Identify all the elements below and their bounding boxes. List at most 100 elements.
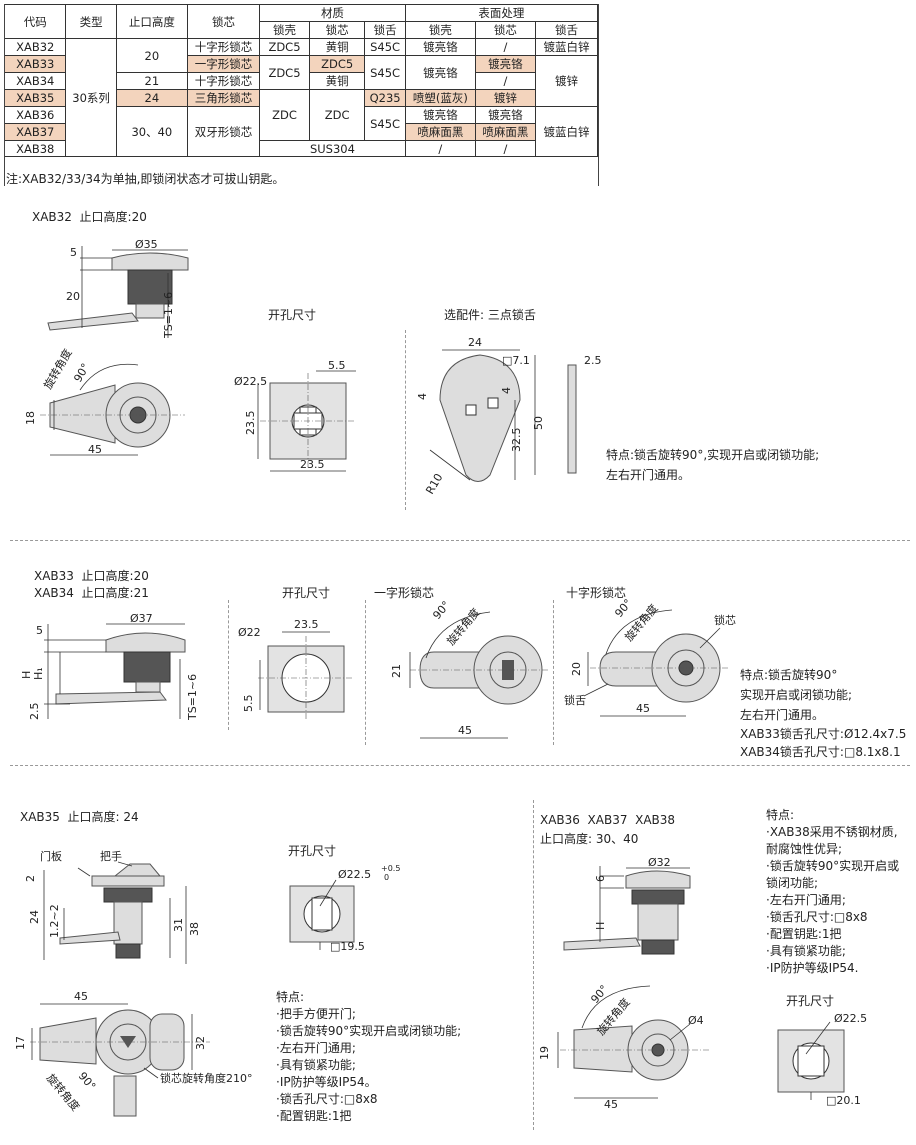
dim-31: 31 [172,918,185,932]
header-sub: 锁舌 [534,21,599,39]
dim-45: 45 [88,443,102,456]
cell-core: 十字形锁芯 [187,38,261,56]
divider [365,600,366,745]
sec4-feature: 特点: [766,808,795,822]
dim-24: 24 [468,336,482,349]
dim-5: 5 [36,624,43,637]
dim-38: 38 [188,922,201,936]
divider [405,330,406,510]
tolerance-down: 0 [384,873,389,882]
sec2-feature: XAB34锁舌孔尺寸:□8.1x8.1 [740,745,901,759]
cell: 镀亮铬 [474,55,536,73]
sec3-cutout-title: 开孔尺寸 [288,844,337,858]
dim-d22: Ø22 [238,626,261,639]
header-sub: 锁壳 [259,21,310,39]
table-row: XAB33 一字形锁芯 ZDC5 ZDC5 S45C 镀亮铬 镀亮铬 镀锌 [3,55,599,107]
cell: 镀亮铬 [474,106,536,124]
cell: ZDC [259,89,310,141]
sec4-feature: ·配置钥匙:1把 [766,927,842,941]
cell-height: 21 [115,72,189,90]
xab36-side-view: Ø32 6 H [563,856,691,955]
header-core: 锁芯 [187,4,261,39]
xab36-cutout: Ø22.5 □20.1 [777,1012,867,1107]
cell: 喷塑(蓝灰) [404,89,476,107]
dim-235: 23.5 [294,618,319,631]
sec2-cutout-title: 开孔尺寸 [282,586,331,600]
dim-45: 45 [604,1098,618,1111]
dim-d37: Ø37 [130,612,153,625]
dim-d225: Ø22.5 [234,375,267,388]
cell: S45C [364,38,406,56]
sec4-title: XAB36 XAB37 XAB38 [540,813,676,827]
sec1-title: XAB32 止口高度:20 [32,210,147,224]
dim-ts: TS=1~6 [162,292,175,339]
cell: Q235 [364,89,406,107]
cell: ZDC5 [308,55,366,73]
dim-d4: Ø4 [688,1014,704,1027]
cell-height: 24 [115,89,189,107]
cell: 喷麻面黑 [474,123,536,141]
dim-55: 5.5 [328,359,346,372]
dim-h: H [20,671,33,679]
divider [533,800,534,1130]
divider [228,600,229,730]
dim-45: 45 [74,990,88,1003]
dim-32: 32 [194,1036,207,1050]
sec3-feature: ·锁舌孔尺寸:□8x8 [276,1092,378,1106]
header-sub: 锁芯 [308,21,366,39]
sec1-feature: 左右开门通用。 [606,468,691,482]
door-panel-label: 门板 [40,849,62,863]
cell-core: 一字形锁芯 [187,55,261,73]
dim-ts: TS=1~6 [186,674,199,721]
cell: ZDC5 [259,55,310,90]
cross-core-title: 十字形锁芯 [566,586,627,600]
dim-4: 4 [500,387,513,394]
sec4-feature: 耐腐蚀性优异; [766,842,843,856]
cell-height: 30、40 [115,106,189,157]
cell: 镀蓝白锌 [534,106,599,157]
table-row: XAB36 30、40 双牙形锁芯 S45C 镀亮铬 镀亮铬 镀蓝白锌 [3,106,599,157]
cell: ZDC5 [259,38,310,56]
cell: 镀锌 [474,89,536,107]
xab35-front-view: 45 17 32 旋转角度 90° 锁芯旋转角度210° [14,990,253,1117]
sec4-feature: ·具有锁紧功能; [766,944,846,958]
xab35-side-view: 门板 把手 2 24 1.2~2 31 38 [24,849,201,964]
cell-code: XAB34 [3,72,67,90]
dim-21: 21 [390,664,403,678]
dim-90: 90° [430,599,452,622]
sec4-feature: ·左右开门通用; [766,893,846,907]
table-border [598,4,599,186]
dim-20: 20 [66,290,80,303]
header-height: 止口高度 [115,4,189,39]
tolerance-up: +0.5 [381,864,400,873]
dim-d32: Ø32 [648,856,671,869]
dim-sq71: □7.1 [502,354,530,367]
cell: 镀亮铬 [404,106,476,124]
sec2-feature: 左右开门通用。 [740,708,825,722]
dim-25: 2.5 [584,354,602,367]
sec3-feature: ·配置钥匙:1把 [276,1109,352,1123]
table-row: XAB32 30系列 20 十字形锁芯 ZDC5 黄铜 S45C 镀亮铬 / 镀… [3,38,599,157]
dim-5: 5 [70,246,77,259]
cell-core: 十字形锁芯 [187,72,261,90]
handle-label: 把手 [100,849,122,863]
core-rotation-label: 锁芯旋转角度210° [160,1071,253,1085]
dim-24: 24 [28,910,41,924]
sec4-feature: ·锁舌孔尺寸:□8x8 [766,910,868,924]
cell-type: 30系列 [65,38,117,157]
dim-90: 90° [71,361,92,384]
dim-25: 2.5 [28,703,41,721]
cell: ZDC [308,89,366,141]
slot-core-view: 90° 旋转角度 21 45 [390,599,550,739]
cell-code: XAB32 [3,38,67,56]
sec4-feature: 锁闭功能; [766,876,819,890]
sec3-feature: ·IP防护等级IP54。 [276,1075,377,1089]
table-row: XAB35 24 三角形锁芯 ZDC ZDC Q235 喷塑(蓝灰) 镀锌 [3,89,598,141]
tongue-label: 锁舌 [564,693,586,707]
sec2-title: XAB33 止口高度:20 [34,569,149,583]
table-border [4,4,5,186]
sec3-feature: ·具有锁紧功能; [276,1058,356,1072]
xab32-front-view: 18 45 旋转角度 90° [24,346,185,456]
dim-18: 18 [24,411,37,425]
xab32-side-view: Ø35 5 20 TS=1~6 [47,238,189,339]
